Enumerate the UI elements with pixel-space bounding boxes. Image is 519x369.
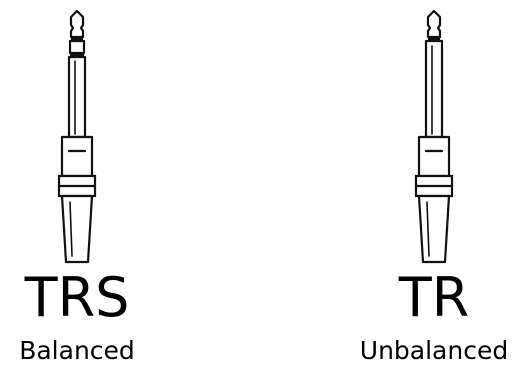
trs-plug-icon [57, 9, 97, 264]
trs-connector: TRS Balanced [0, 0, 177, 369]
connector-type-label: TR [398, 266, 470, 329]
connector-type-label: TRS [24, 266, 130, 329]
connector-description-label: Balanced [19, 336, 135, 365]
tr-plug-icon [414, 9, 454, 264]
connector-description-label: Unbalanced [359, 336, 509, 365]
tr-connector: TR Unbalanced [334, 0, 519, 369]
